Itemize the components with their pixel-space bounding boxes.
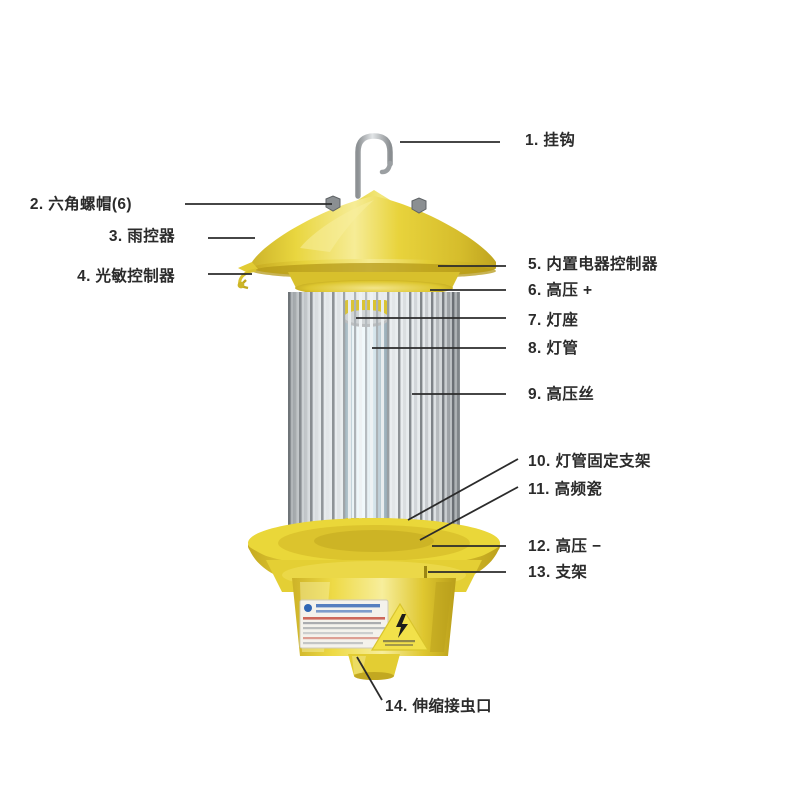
callout-label-8: 8. 灯管 <box>528 340 579 357</box>
retractable-insect-outlet-shape <box>348 654 400 680</box>
hex-nut-left <box>325 195 341 212</box>
callout-label-12: 12. 高压 − <box>528 538 602 555</box>
hex-nut-right <box>411 197 427 214</box>
photosensor-controller-shape <box>237 268 257 290</box>
callout-label-11: 11. 高频瓷 <box>528 481 603 498</box>
callout-label-3: 3. 雨控器 <box>108 228 175 245</box>
leader-line-11 <box>419 486 519 541</box>
controller-housing-shape <box>292 578 456 680</box>
callout-label-1: 1. 挂钩 <box>525 132 576 149</box>
callout-label-7: 7. 灯座 <box>528 312 579 329</box>
high-voltage-wire-cage-shape <box>288 292 460 558</box>
product-label-sticker-shape <box>299 599 389 649</box>
callout-label-4: 4. 光敏控制器 <box>77 268 175 285</box>
callout-label-6: 6. 高压 + <box>528 282 593 299</box>
callout-label-9: 9. 高压丝 <box>528 386 595 403</box>
callout-label-10: 10. 灯管固定支架 <box>528 453 651 470</box>
callout-label-5: 5. 内置电器控制器 <box>528 256 658 273</box>
callout-label-13: 13. 支架 <box>528 564 588 581</box>
leader-lines-group <box>185 141 519 701</box>
callout-label-14: 14. 伸缩接虫口 <box>385 698 492 715</box>
leader-line-10 <box>407 458 519 521</box>
leader-line-14 <box>356 656 383 701</box>
callout-label-2: 2. 六角螺帽(6) <box>29 196 132 213</box>
conical-rain-cover-shape <box>238 190 496 296</box>
hanging-hook-shape <box>355 133 393 199</box>
high-voltage-warning-sticker-shape <box>370 602 430 651</box>
